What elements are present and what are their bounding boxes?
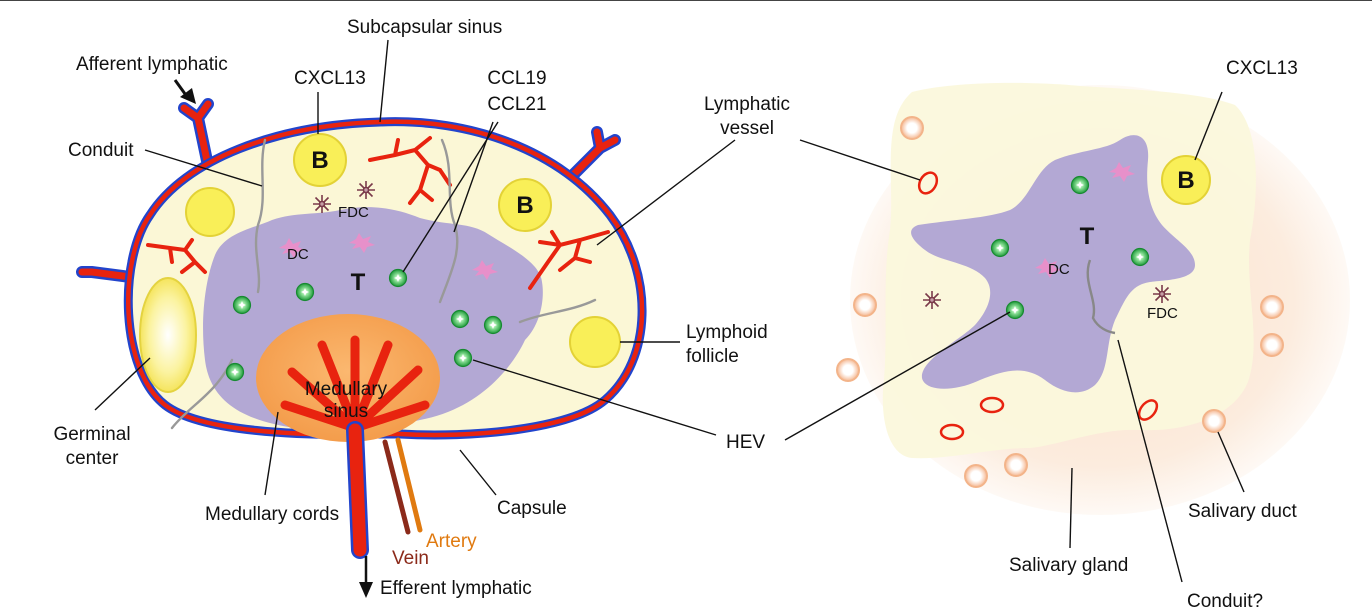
label-medullary-cords: Medullary cords (205, 504, 340, 525)
top-border-line (0, 0, 1372, 1)
label-germinal-center-line2: center (65, 448, 119, 469)
label-t-zone-salivary: T (1079, 223, 1095, 250)
lymphatic-vessel-rings (917, 171, 1159, 441)
label-salivary-gland: Salivary gland (1009, 555, 1129, 576)
label-subcapsular-sinus: Subcapsular sinus (347, 17, 503, 38)
label-artery: Artery (426, 531, 477, 552)
salivary-conduit (1086, 259, 1116, 335)
fdc-star-icon (356, 180, 376, 200)
label-ccl19: CCL19 (487, 68, 547, 89)
label-fdc-node: FDC (338, 204, 369, 221)
afferent-arrow (173, 79, 196, 104)
follicle-small-top-left (185, 187, 235, 237)
label-lymphatic-vessel-line2: vessel (720, 118, 774, 139)
afferent-vessels (76, 98, 621, 284)
label-fdc-salivary: FDC (1147, 305, 1178, 322)
label-afferent-lymphatic: Afferent lymphatic (76, 54, 228, 75)
label-lymphoid-follicle-line1: Lymphoid (686, 322, 768, 343)
hilum-vessels (346, 421, 423, 559)
label-salivary-duct: Salivary duct (1188, 501, 1297, 522)
label-cxcl13-salivary: CXCL13 (1226, 58, 1298, 79)
fdc-star-icon (922, 290, 942, 310)
label-efferent-lymphatic: Efferent lymphatic (380, 578, 532, 599)
label-capsule: Capsule (497, 498, 567, 519)
label-medullary-sinus-line1: Medullary (304, 379, 388, 400)
label-b-salivary: B (1177, 167, 1195, 194)
label-lymphatic-vessel-line1: Lymphatic (704, 94, 790, 115)
leader-lines (94, 39, 736, 496)
subcapsular-lymphatic-branches (146, 136, 610, 290)
label-b-follicle-left: B (311, 147, 329, 174)
label-cxcl13-node: CXCL13 (294, 68, 366, 89)
follicle-b-left (293, 133, 347, 187)
label-b-follicle-right: B (516, 192, 534, 219)
lymph-node (76, 39, 736, 598)
efferent-arrow (359, 556, 373, 598)
fdc-star-icon (312, 194, 332, 214)
salivary-leader-lines (784, 91, 1245, 583)
label-vein: Vein (392, 548, 429, 569)
label-conduit: Conduit (68, 140, 134, 161)
label-dc-node: DC (287, 246, 309, 263)
lymphoid-follicle-right (569, 316, 621, 368)
follicle-b-right (498, 178, 552, 232)
fdc-star-icon (1152, 284, 1172, 304)
label-ccl21: CCL21 (487, 94, 547, 115)
salivary-b-follicle (1161, 155, 1211, 205)
salivary-gland (784, 82, 1350, 583)
label-hev: HEV (726, 432, 766, 453)
label-t-zone-node: T (350, 269, 366, 296)
label-lymphoid-follicle-line2: follicle (686, 346, 739, 367)
medullary-sinus (280, 335, 430, 433)
label-medullary-sinus-line2: sinus (323, 401, 369, 422)
label-dc-salivary: DC (1048, 261, 1070, 278)
label-conduit-question: Conduit? (1187, 591, 1264, 612)
germinal-center (139, 277, 197, 393)
label-germinal-center-line1: Germinal (53, 424, 131, 445)
